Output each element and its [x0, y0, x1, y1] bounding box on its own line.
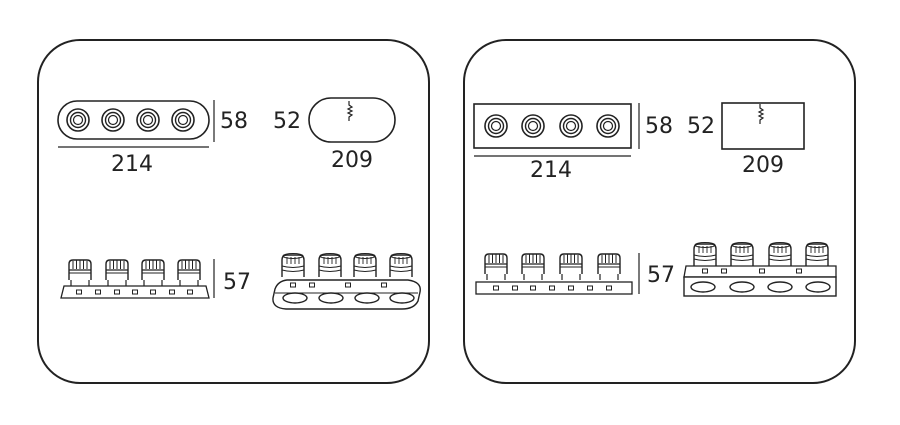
lens-opening	[729, 281, 755, 293]
body-height-label: 57	[647, 263, 675, 288]
panel-square: 214 58 52 209 57	[463, 39, 856, 384]
module-side	[484, 253, 508, 281]
side-view-square: 52 209	[687, 102, 805, 178]
fixture-ring	[596, 114, 620, 138]
module-side	[177, 259, 201, 287]
height-label: 58	[645, 114, 673, 139]
top-view-body	[473, 103, 632, 149]
front-elevation-square: 57	[475, 253, 675, 295]
lens-opening	[690, 281, 716, 293]
lens-opening	[805, 281, 831, 293]
module-side	[141, 259, 165, 287]
perspective-view-rounded	[272, 252, 421, 310]
panel-frame	[463, 39, 856, 384]
module-iso	[318, 252, 342, 278]
panel-frame	[37, 39, 430, 384]
height-label: 58	[220, 109, 248, 134]
fixture-ring	[101, 108, 125, 132]
side-view-rounded: 52 209	[273, 97, 396, 173]
lens-opening	[318, 292, 344, 304]
module-iso	[693, 241, 717, 267]
base-plate	[60, 285, 210, 299]
perspective-base	[683, 276, 837, 297]
module-iso	[805, 241, 829, 267]
fixture-ring	[484, 114, 508, 138]
break-symbol	[758, 103, 764, 125]
fixture-ring	[171, 108, 195, 132]
width-label: 214	[530, 158, 572, 183]
top-view-rounded: 214 58	[57, 100, 248, 177]
width-label: 214	[111, 152, 153, 177]
module-iso	[353, 252, 377, 278]
side-width-label: 209	[742, 153, 784, 178]
lens-opening	[389, 292, 415, 304]
lens-opening	[354, 292, 380, 304]
fixture-ring	[521, 114, 545, 138]
module-iso	[768, 241, 792, 267]
module-side	[597, 253, 621, 281]
panel-rounded: 214 58 52 209 57	[37, 39, 430, 384]
lens-opening	[767, 281, 793, 293]
front-elevation-rounded: 57	[60, 259, 251, 299]
module-iso	[389, 252, 413, 278]
module-side	[559, 253, 583, 281]
lens-opening	[282, 292, 308, 304]
side-view-body	[308, 97, 396, 143]
fixture-ring	[136, 108, 160, 132]
top-view-body	[57, 100, 210, 140]
module-side	[68, 259, 92, 287]
module-side	[521, 253, 545, 281]
fixture-ring	[559, 114, 583, 138]
module-iso	[281, 252, 305, 278]
break-symbol	[347, 100, 353, 122]
perspective-view-square	[683, 241, 837, 297]
module-side	[105, 259, 129, 287]
fixture-ring	[66, 108, 90, 132]
side-depth-label: 52	[687, 114, 715, 139]
side-width-label: 209	[331, 148, 373, 173]
side-depth-label: 52	[273, 109, 301, 134]
side-view-body	[721, 102, 805, 150]
top-view-square: 214 58	[473, 103, 673, 183]
module-iso	[730, 241, 754, 267]
body-height-label: 57	[223, 270, 251, 295]
